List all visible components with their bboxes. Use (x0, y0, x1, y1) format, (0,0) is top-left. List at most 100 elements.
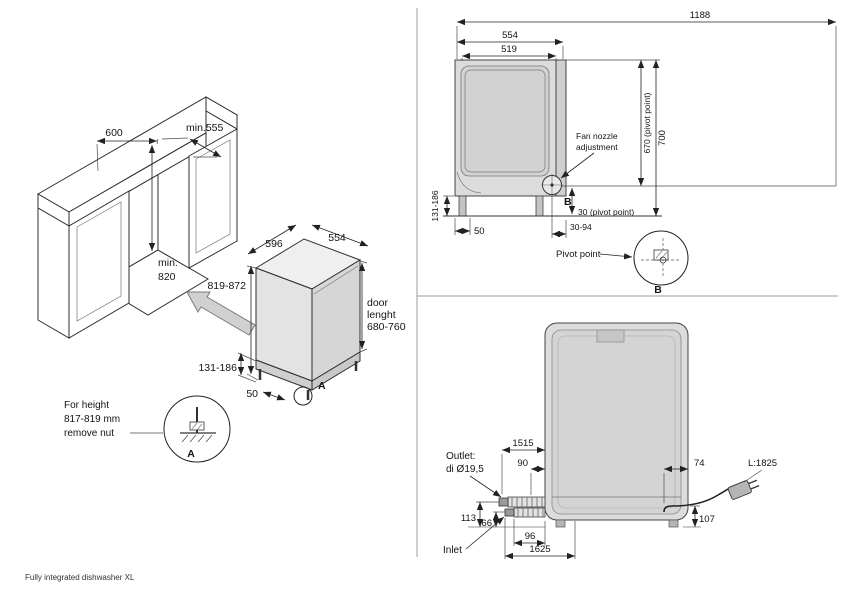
dim-outlet-offset: 90 (517, 458, 545, 495)
pivot-point-callout: Pivot point (556, 249, 633, 260)
pivot-height-label: 670 (pivot point) (642, 92, 652, 153)
dim-dw-height: 819-872 (207, 265, 259, 381)
niche-width-label: 600 (105, 127, 123, 139)
inlet-hose-length-label: 1625 (529, 544, 550, 555)
cord-offset-label: 74 (694, 458, 705, 469)
outlet-label-1: Outlet: (446, 451, 475, 462)
detail-ref-a-circle (293, 386, 313, 406)
rear-right-leg (668, 519, 679, 528)
side-door-panel (555, 59, 567, 197)
outlet-height-label: 113 (461, 513, 476, 524)
power-cord (663, 486, 732, 513)
drain-hose-fitting (498, 497, 509, 507)
side-tub-inner-line (464, 69, 546, 173)
dw-plinth-label: 50 (246, 388, 258, 400)
dim-depth-body: 519 (461, 44, 557, 61)
side-view: 1188 554 519 700 670 (pivot point) (430, 10, 837, 296)
dw-width-label: 554 (328, 232, 346, 244)
niche-depth-label: min.555 (186, 122, 224, 134)
cord-length-label: L:1825 (748, 458, 777, 469)
pivot-point-marker (541, 174, 563, 196)
note-line-1: For height (64, 400, 109, 411)
left-cabinet-side (37, 207, 70, 339)
height-total-label: 700 (657, 130, 668, 146)
left-cabinet-door-inset (76, 201, 122, 322)
dim-depth-total: 554 (457, 30, 564, 59)
detail-circle-a: A (163, 395, 231, 463)
dim-outlet-height: 113 (461, 501, 499, 527)
dim-cord-offset: 74 (663, 458, 705, 503)
note-line-3: remove nut (64, 428, 114, 439)
cord-height-label: 107 (699, 514, 715, 525)
side-plinth-label: 50 (474, 226, 485, 237)
pivot-floor-offset-label: 30 (pivot point) (578, 207, 634, 217)
dw-door-handle-line (313, 265, 359, 295)
depth-body-label: 519 (501, 44, 517, 55)
side-tub (460, 65, 550, 177)
dw-depth-label: 596 (265, 238, 283, 250)
note-line-2: 817-819 mm (64, 414, 120, 425)
drain-hose (498, 496, 546, 508)
dim-niche-height: min. 820 (148, 145, 178, 283)
niche-height-label-1: min. (158, 257, 178, 269)
pivot-point-label: Pivot point (556, 249, 601, 260)
detail-circle-b: B (633, 230, 689, 296)
dim-dw-plinth: 50 (246, 388, 286, 401)
dim-dw-depth: 596 (247, 224, 297, 255)
dim-pivot-floor-offset: 30 (pivot point) (568, 188, 634, 217)
dim-pivot-range: 30-94 (551, 196, 592, 238)
iso-view: 600 min.555 min. 820 596 (37, 96, 406, 463)
inlet-height-label: 66 (481, 518, 492, 529)
inlet-hose (504, 507, 546, 518)
rear-left-leg (555, 519, 566, 528)
dim-pivot-height: 670 (pivot point) (637, 60, 652, 186)
dim-dw-width: 554 (311, 224, 369, 247)
outlet-offset-label: 90 (517, 458, 528, 469)
right-cabinet-front (188, 128, 238, 269)
pivot-ref-label: B (564, 196, 572, 208)
dishwasher-iso (254, 238, 362, 400)
side-leg-label: 131-186 (430, 190, 440, 221)
niche-height-label-2: 820 (158, 271, 176, 283)
dim-inlet-offset: 96 (513, 519, 546, 547)
fan-nozzle-note: Fan nozzle adjustment (560, 131, 618, 179)
power-plug (727, 479, 760, 500)
note-remove-nut: For height 817-819 mm remove nut (64, 400, 163, 439)
depth-door-open-label: 1188 (690, 10, 710, 21)
drain-hose-length-label: 1515 (512, 438, 533, 449)
outlet-callout: Outlet: di Ø19,5 (446, 451, 502, 498)
dw-base-right (311, 351, 361, 391)
dim-niche-depth: min.555 (161, 122, 224, 158)
inlet-hose-fitting (504, 508, 515, 517)
dw-leg-label: 131-186 (198, 362, 237, 374)
depth-total-label: 554 (502, 30, 518, 41)
detail-ref-a-label: A (318, 380, 326, 392)
dim-cord-height: 107 (690, 505, 715, 527)
detail-a-label: A (187, 448, 195, 460)
footer-caption: Fully integrated dishwasher XL (25, 573, 135, 582)
dim-inlet-hose-length: 1625 (504, 518, 576, 560)
rear-view: 1515 90 74 L:1825 107 113 (443, 322, 777, 560)
dim-drain-hose-length: 1515 (501, 438, 545, 494)
inlet-offset-label: 96 (525, 531, 536, 542)
detail-b-label: B (654, 284, 662, 296)
door-length-label-3: 680-760 (367, 321, 406, 333)
side-front-leg (458, 195, 467, 217)
inlet-callout: Inlet (443, 516, 505, 556)
side-sump-curve (456, 171, 482, 194)
outlet-label-2: di Ø19,5 (446, 464, 484, 475)
cord-length-callout: L:1825 (743, 458, 777, 483)
fan-note-line-2: adjustment (576, 142, 618, 152)
dw-height-label: 819-872 (207, 280, 246, 292)
rear-panel (551, 329, 682, 515)
dim-door-length: door lenght 680-760 (358, 260, 406, 353)
inlet-label: Inlet (443, 545, 462, 556)
side-rear-leg (535, 195, 544, 217)
rear-top-notch (596, 329, 625, 343)
dim-height-total: 700 (652, 60, 668, 216)
dim-dw-legs: 131-186 (198, 352, 257, 383)
fan-note-line-1: Fan nozzle (576, 131, 618, 141)
detail-ref-a: A (293, 380, 326, 406)
